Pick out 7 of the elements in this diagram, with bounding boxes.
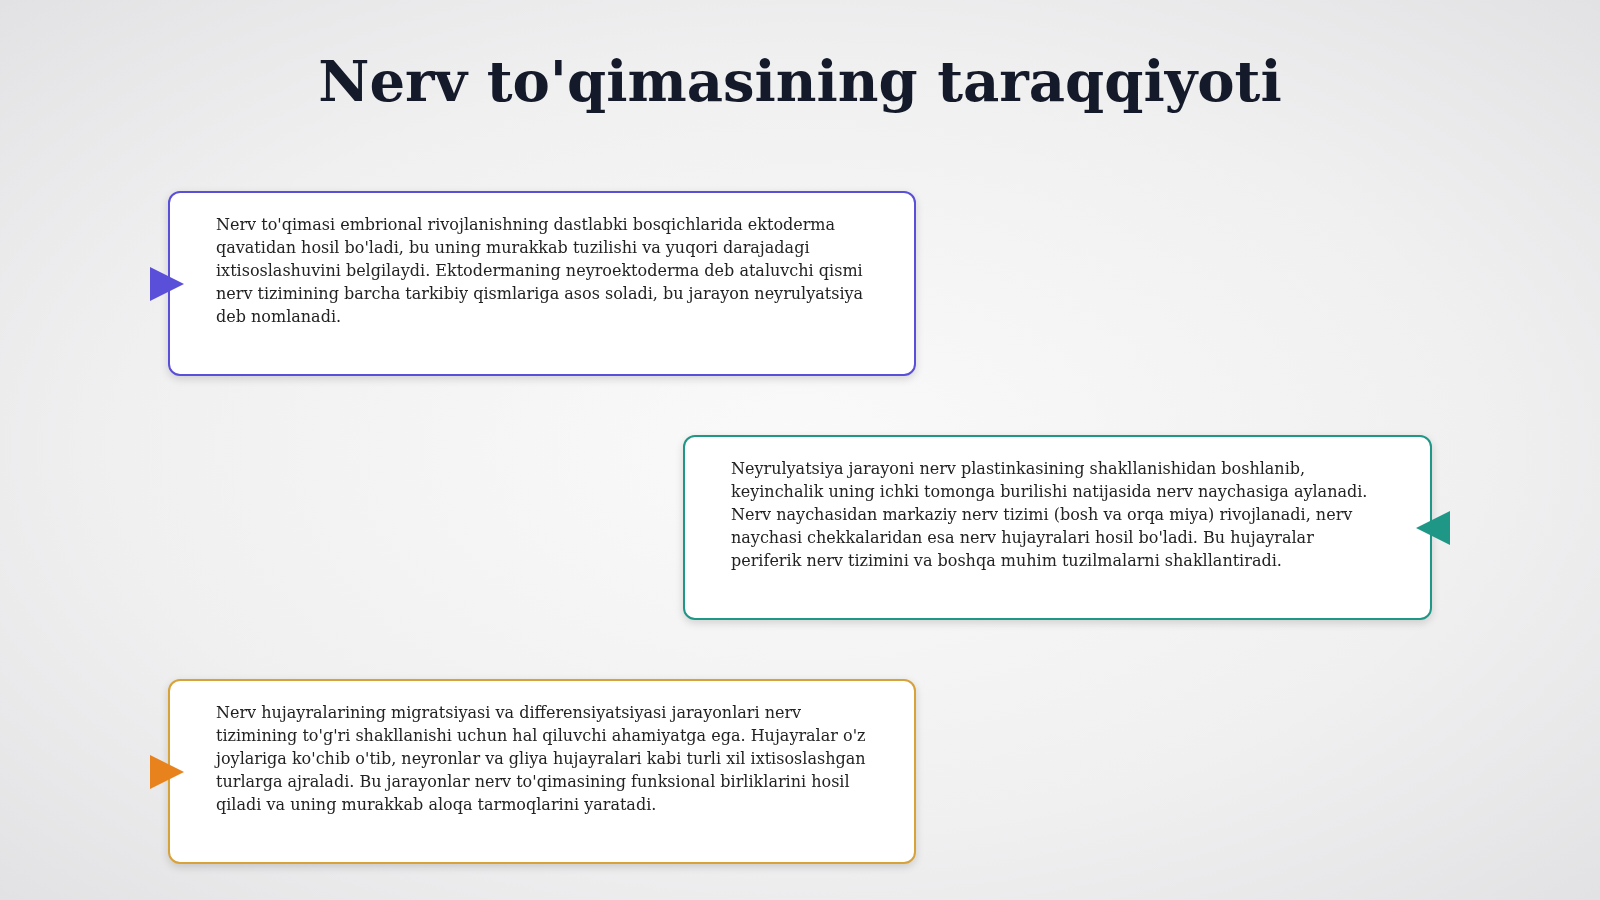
- text-card: [683, 435, 1432, 620]
- text-card: [168, 679, 916, 864]
- paragraph: Nerv to'qimasi embrional rivojlanishning dastlabki bosqichlarida ektoderma qavatidan hosil bo'ladi, bu uning murakkab tuzilishi va yuqori darajadagi ixtisoslashuvini belgilaydi. Ektodermaning neyroektoderma deb ataluvchi qismi nerv tizimining barcha tarkibiy qismlariga asos soladi, bu jarayon neyrulyatsiya deb nomlanadi.: [216, 214, 865, 328]
- text-card: [168, 191, 916, 376]
- title: Nerv to'qimasining taraqqiyoti: [317, 48, 1283, 114]
- paragraph: Nerv hujayralarining migratsiyasi va differensiyatsiyasi jarayonlari nerv tizimining to'g'ri shakllanishi uchun hal qiluvchi ahamiyatga ega. Hujayralar o'z joylariga ko'chib o'tib, neyronlar va gliya hujayralari kabi turli xil ixtisoslashgan turlarga ajraladi. Bu jarayonlar nerv to'qimasining funksional birliklarini hosil qiladi va uning murakkab aloqa tarmoqlarini yaratadi.: [216, 702, 867, 816]
- paragraph: Neyrulyatsiya jarayoni nerv plastinkasining shakllanishidan boshlanib, keyinchalik uning ichki tomonga burilishi natijasida nerv naychasiga aylanadi. Nerv naychasidan markaziy nerv tizimi (bosh va orqa miya) rivojlanadi, nerv naychasi chekkalaridan esa nerv hujayralari hosil bo'ladi. Bu hujayralar periferik nerv tizimini va boshqa muhim tuzilmalarni shakllantiradi.: [731, 458, 1369, 572]
